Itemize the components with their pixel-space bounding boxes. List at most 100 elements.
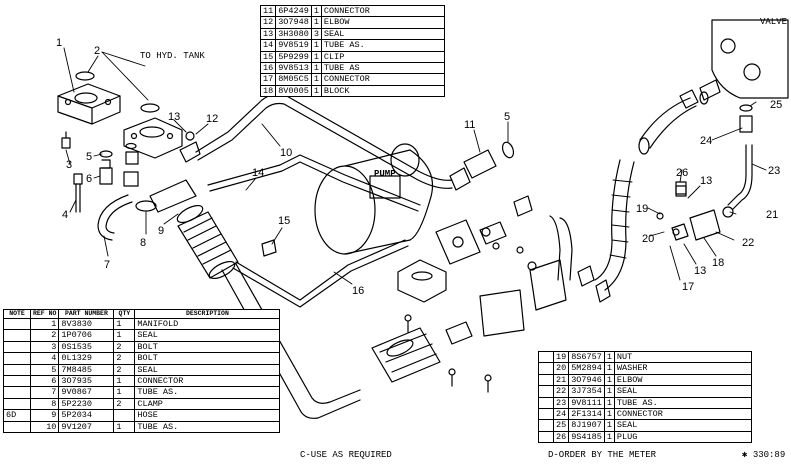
qty: 2	[113, 352, 136, 365]
description: ELBOW	[320, 16, 445, 29]
callout-10: 10	[280, 147, 292, 159]
footnote-order-by-meter: D-ORDER BY THE METER	[548, 450, 657, 460]
note	[3, 397, 31, 411]
ref-no: 1	[29, 317, 60, 331]
note	[538, 385, 554, 398]
qty: 1	[603, 385, 615, 398]
bolt-4	[73, 173, 83, 213]
qty: 1	[310, 4, 322, 18]
pump-outlet-block	[435, 219, 507, 265]
part-number: 6P4249	[275, 4, 312, 18]
qty: 2	[113, 397, 136, 411]
qty: 1	[310, 84, 322, 98]
description: MANIFOLD	[134, 317, 281, 331]
qty: 1	[603, 396, 615, 410]
note	[3, 352, 31, 365]
qty: 1	[310, 39, 322, 52]
callout-17: 17	[682, 281, 694, 293]
callout-22: 22	[742, 237, 754, 249]
part-number: 9V0867	[58, 386, 115, 399]
tube-to-hose	[149, 179, 197, 213]
description: CLIP	[320, 50, 445, 64]
callout-14: 14	[252, 167, 264, 179]
description: CLAMP	[134, 397, 281, 411]
note	[3, 386, 31, 399]
part-number: 9V8111	[568, 396, 605, 410]
part-number: 3O7935	[58, 375, 115, 388]
qty: 1	[310, 16, 322, 29]
qty: 2	[113, 340, 136, 354]
ref-no: 10	[29, 420, 60, 434]
part-number: 8J1907	[568, 419, 605, 432]
qty: 2	[113, 363, 136, 377]
fittings-right	[638, 89, 709, 155]
ref-no: 23	[552, 396, 570, 410]
description: BOLT	[134, 352, 281, 365]
note	[3, 375, 31, 388]
callout-9: 9	[158, 225, 164, 237]
part-number: 9S4185	[568, 430, 605, 444]
part-number: 5M2894	[568, 362, 605, 375]
ref-no: 7	[29, 386, 60, 399]
pump-label: PUMP	[374, 169, 396, 179]
callout-2: 2	[94, 45, 100, 57]
ref-no: 2	[29, 329, 60, 342]
part-number: 2F1314	[568, 408, 605, 421]
qty: 1	[603, 350, 615, 364]
elbow-12	[179, 131, 201, 163]
callout-15: 15	[278, 215, 290, 227]
qty: 1	[310, 73, 322, 86]
valve-housing	[699, 19, 789, 101]
note	[538, 396, 554, 410]
part-number: 9V1207	[58, 420, 115, 434]
ref-no: 19	[552, 350, 570, 364]
part-number: 5P9299	[275, 50, 312, 64]
callout-5: 5	[86, 151, 92, 163]
ref-no: 25	[552, 419, 570, 432]
qty: 1	[603, 430, 615, 444]
ref-no: 11	[259, 4, 277, 18]
connector-11	[449, 141, 515, 191]
qty: 1	[113, 420, 136, 434]
ref-no: 14	[259, 39, 277, 52]
fitting-24-25	[739, 104, 753, 133]
ref-no: 18	[259, 84, 277, 98]
valve-label: VALVE	[760, 17, 787, 27]
ref-no: 13	[259, 27, 277, 41]
flange-lower	[397, 259, 447, 303]
qty: 1	[113, 329, 136, 342]
part-number: 5P2230	[58, 397, 115, 411]
part-number: 9V8519	[275, 39, 312, 52]
part-number: 3O7948	[275, 16, 312, 29]
description: CONNECTOR	[320, 4, 445, 18]
description: PLUG	[613, 430, 752, 444]
col-description: DESCRIPTION	[134, 309, 281, 319]
description: SEAL	[613, 419, 752, 432]
callout-12: 12	[206, 113, 218, 125]
note	[3, 340, 31, 354]
note	[3, 363, 31, 377]
qty: 1	[603, 373, 615, 387]
ref-no: 4	[29, 352, 60, 365]
note	[538, 362, 554, 375]
description: BOLT	[134, 340, 281, 354]
description: SEAL	[320, 27, 445, 41]
part-number: 3O7946	[568, 373, 605, 387]
part-number: 8V3830	[58, 317, 115, 331]
callout-5b: 5	[504, 111, 510, 123]
